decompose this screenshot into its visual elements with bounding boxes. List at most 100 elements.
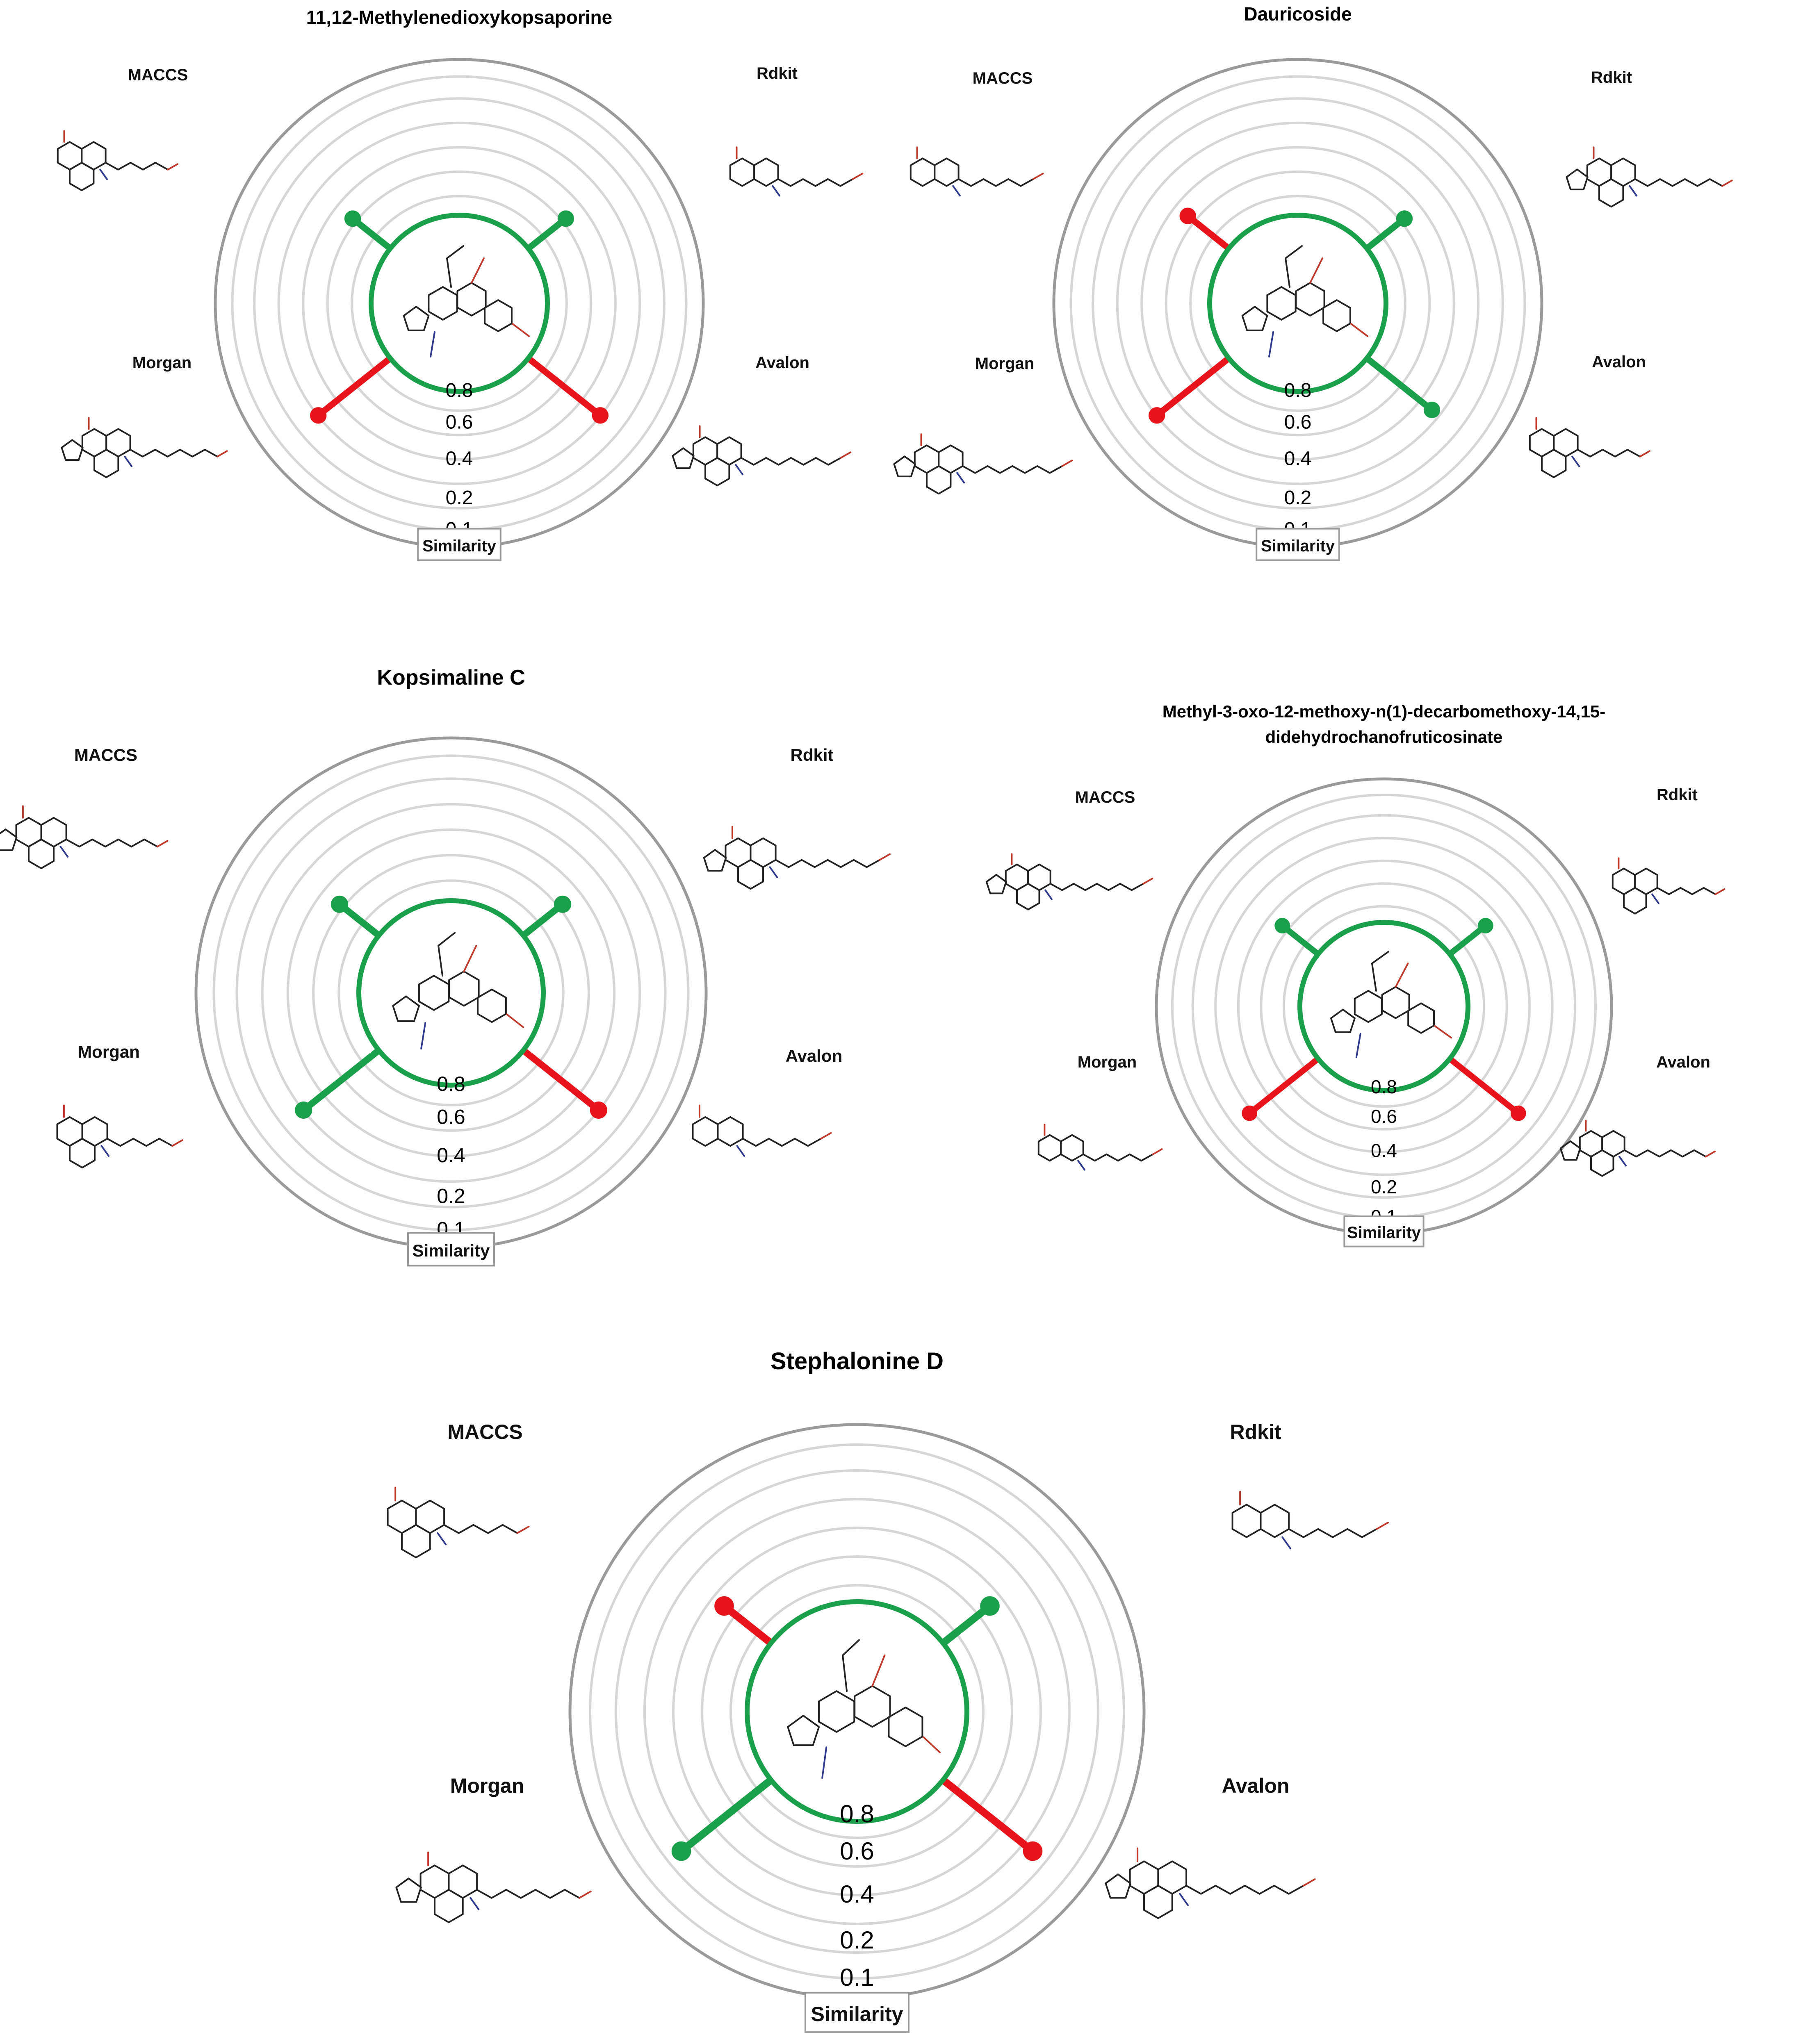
spoke-endpoint-maccs — [1179, 207, 1196, 224]
tick-label-0-8: 0.8 — [840, 1800, 874, 1828]
tick-label-0-4: 0.4 — [840, 1880, 874, 1908]
tick-label-0-6: 0.6 — [840, 1837, 874, 1865]
rdkit-nearest-structure — [1231, 1491, 1389, 1550]
tick-label-0-4: 0.4 — [1371, 1140, 1397, 1161]
grid-ring — [261, 803, 641, 1183]
morgan-nearest-structure — [1037, 1124, 1163, 1171]
similarity-spoke-avalon — [526, 355, 602, 418]
rdkit-label: Rdkit — [1657, 786, 1698, 804]
similarity-spoke-avalon — [940, 1777, 1035, 1854]
morgan-label: Morgan — [450, 1774, 524, 1797]
maccs-label: MACCS — [973, 69, 1033, 87]
rdkit-label: Rdkit — [1230, 1420, 1281, 1443]
spoke-endpoint-rdkit — [980, 1596, 1000, 1616]
similarity-spoke-morgan — [679, 1777, 774, 1854]
similarity-spoke-morgan — [316, 355, 393, 418]
similarity-box — [805, 1992, 909, 2033]
maccs-nearest-structure — [0, 805, 169, 869]
grid-ring — [253, 97, 666, 510]
similarity-label: Similarity — [811, 2003, 903, 2026]
tick-label-0-8: 0.8 — [446, 380, 473, 401]
grid-ring — [337, 879, 565, 1106]
grid-ring — [312, 854, 590, 1132]
tick-label-0-2: 0.2 — [446, 487, 473, 509]
morgan-nearest-structure — [56, 1104, 183, 1169]
grid-ring — [326, 170, 593, 437]
maccs-label: MACCS — [1075, 788, 1135, 806]
grid-ring — [1191, 814, 1577, 1199]
grid-ring — [615, 1469, 1099, 1954]
grid-ring — [1116, 121, 1480, 485]
similarity-spoke-maccs — [1185, 213, 1231, 251]
grid-ring — [1140, 146, 1455, 461]
grid-ring — [351, 195, 568, 412]
query-structure — [1330, 951, 1452, 1058]
similarity-label: Similarity — [412, 1241, 490, 1260]
grid-ring — [701, 1555, 1013, 1868]
tick-label-0-8: 0.8 — [437, 1072, 465, 1095]
radar-panel: Stephalonine D0.80.60.40.20.1SimilarityM… — [387, 1348, 1389, 2033]
spoke-endpoint-maccs — [1274, 918, 1290, 933]
avalon-nearest-structure — [672, 425, 852, 487]
grid-ring — [643, 1498, 1071, 1925]
rdkit-nearest-structure — [703, 826, 891, 890]
grid-ring — [1092, 97, 1504, 510]
grid-ring — [286, 828, 616, 1158]
panel-title: Dauricoside — [1244, 3, 1352, 25]
tick-label-0-6: 0.6 — [1284, 411, 1312, 433]
tick-label-0-6: 0.6 — [1371, 1106, 1397, 1127]
similarity-spoke-avalon — [1364, 355, 1434, 412]
grid-ring — [302, 146, 617, 461]
radar-panel: Kopsimaline C0.80.60.40.20.1SimilarityMA… — [0, 666, 891, 1267]
rdkit-label: Rdkit — [757, 64, 798, 82]
grid-ring — [277, 121, 641, 485]
avalon-label: Avalon — [1656, 1053, 1710, 1071]
similarity-box — [407, 1232, 495, 1267]
morgan-nearest-structure — [893, 433, 1073, 495]
grid-ring — [1237, 859, 1531, 1154]
similarity-box — [1256, 528, 1340, 561]
radar-panel: Methyl-3-oxo-12-methoxy-n(1)-decarbometh… — [985, 702, 1726, 1247]
tick-label-0-2: 0.2 — [437, 1184, 465, 1207]
similarity-label: Similarity — [1347, 1224, 1421, 1242]
spoke-endpoint-maccs — [344, 210, 361, 227]
similarity-box — [1343, 1215, 1425, 1247]
similarity-spoke-rdkit — [940, 1603, 992, 1646]
grid-ring — [589, 1443, 1125, 1980]
spoke-endpoint-rdkit — [1477, 918, 1493, 933]
grid-ring — [235, 777, 667, 1209]
tick-label-0-2: 0.2 — [1284, 487, 1312, 509]
similarity-box — [417, 528, 501, 561]
panel-title: Kopsimaline C — [377, 666, 525, 690]
similarity-spoke-morgan — [1155, 355, 1231, 418]
grid-ring — [1165, 170, 1431, 437]
grid-ring — [1189, 195, 1406, 412]
panel-title-line2: didehydrochanofruticosinate — [1265, 727, 1503, 747]
tick-label-0-1: 0.1 — [840, 1964, 874, 1991]
tick-label-0-2: 0.2 — [1371, 1176, 1397, 1197]
rdkit-label: Rdkit — [791, 745, 834, 765]
tick-label-0-8: 0.8 — [1371, 1076, 1397, 1097]
avalon-label: Avalon — [755, 354, 809, 372]
spoke-endpoint-morgan — [310, 407, 327, 424]
tick-label-0-8: 0.8 — [1284, 380, 1312, 401]
radar-panel: Dauricoside0.80.60.40.20.1SimilarityMACC… — [893, 3, 1733, 561]
similarity-spoke-maccs — [722, 1603, 774, 1646]
spoke-endpoint-avalon — [1023, 1841, 1043, 1861]
grid-ring — [1260, 882, 1508, 1131]
tick-label-0-4: 0.4 — [1284, 448, 1312, 470]
rdkit-nearest-structure — [1612, 857, 1726, 915]
tick-label-0-2: 0.2 — [840, 1926, 874, 1954]
spoke-endpoint-morgan — [295, 1101, 312, 1119]
tick-label-0-4: 0.4 — [446, 448, 473, 470]
maccs-label: MACCS — [128, 66, 188, 84]
query-compound-circle — [1297, 920, 1470, 1093]
avalon-label: Avalon — [786, 1046, 842, 1065]
similarity-spoke-avalon — [521, 1047, 601, 1113]
query-compound-circle — [356, 898, 546, 1088]
similarity-label: Similarity — [1261, 537, 1335, 555]
avalon-nearest-structure — [1105, 1847, 1316, 1919]
maccs-nearest-structure — [985, 853, 1153, 910]
spoke-endpoint-morgan — [1149, 407, 1165, 424]
